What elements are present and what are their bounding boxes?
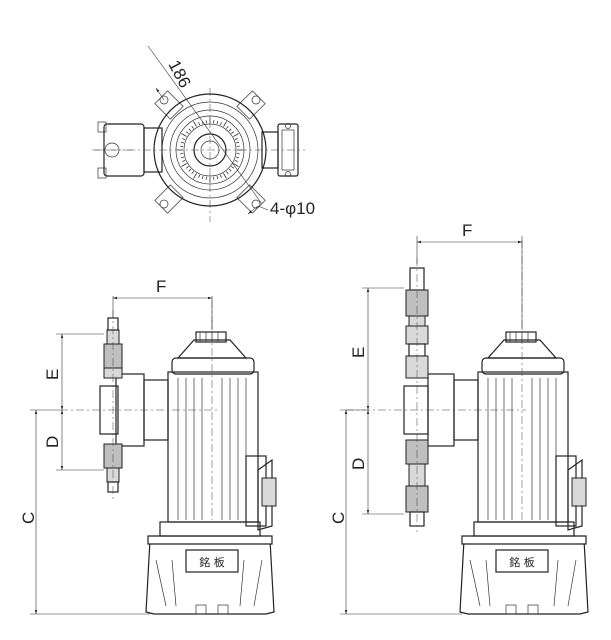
dial-tick (226, 125, 229, 129)
top-view: 186 4-φ10 (92, 45, 315, 222)
dial-tick (234, 159, 238, 162)
dim-c-label-2: C (329, 512, 348, 524)
dial-tick (188, 128, 192, 132)
dim-f-label: F (156, 277, 166, 296)
motor-body (167, 371, 259, 523)
diameter-dimension-line (147, 45, 263, 205)
dial-tick (233, 163, 239, 167)
dial-tick (226, 171, 229, 175)
dial-tick (198, 174, 201, 178)
dial-tick (201, 175, 204, 180)
dial-tick (185, 131, 189, 134)
dial-tick (235, 156, 240, 159)
nameplate-label-2: 銘 板 (509, 555, 535, 569)
dial-tick (219, 174, 222, 178)
mounting-feet (154, 90, 266, 214)
nameplate (185, 549, 239, 573)
dim-e-label-2: E (349, 347, 368, 358)
dial-tick (182, 159, 186, 162)
dial-tick (185, 166, 189, 169)
dial-tick (235, 141, 240, 144)
dial-tick (188, 168, 192, 172)
suction-valve (103, 443, 123, 493)
dial-tick (198, 122, 201, 126)
dial-tick (231, 166, 235, 169)
dim-d-label-2: D (349, 458, 368, 470)
dial-tick (233, 133, 239, 137)
dial-tick (231, 131, 235, 134)
dial-tick (228, 168, 232, 172)
dial-tick (191, 171, 194, 175)
dial-tick (234, 138, 238, 141)
dial-tick (181, 133, 187, 137)
dial-tick (216, 120, 219, 125)
dial-tick (193, 173, 197, 179)
terminal-box (245, 455, 277, 531)
diameter-label: 186 (164, 57, 194, 91)
dial-tick (228, 128, 232, 132)
dial-tick (182, 138, 186, 141)
holes-label: 4-φ10 (270, 199, 315, 218)
nameplate-label: 銘 板 (199, 555, 225, 569)
dial-tick (223, 173, 227, 179)
dial-tick (193, 121, 197, 127)
dial-tick (181, 163, 187, 167)
dim-c-label: C (19, 512, 38, 524)
dim-f-label-2: F (462, 221, 472, 240)
valve-stack (405, 267, 429, 527)
dial-tick (180, 141, 185, 144)
left-front-view: 銘 板 (19, 277, 277, 615)
dial-tick (223, 121, 227, 127)
dial-tick (219, 122, 222, 126)
dial-tick (191, 125, 194, 129)
dial-tick (180, 156, 185, 159)
nameplate-2 (495, 549, 549, 573)
dim-e-label: E (43, 369, 62, 380)
dial-tick (216, 175, 219, 180)
right-front-view: 銘 板 (329, 221, 589, 615)
dim-d-label: D (43, 436, 62, 448)
